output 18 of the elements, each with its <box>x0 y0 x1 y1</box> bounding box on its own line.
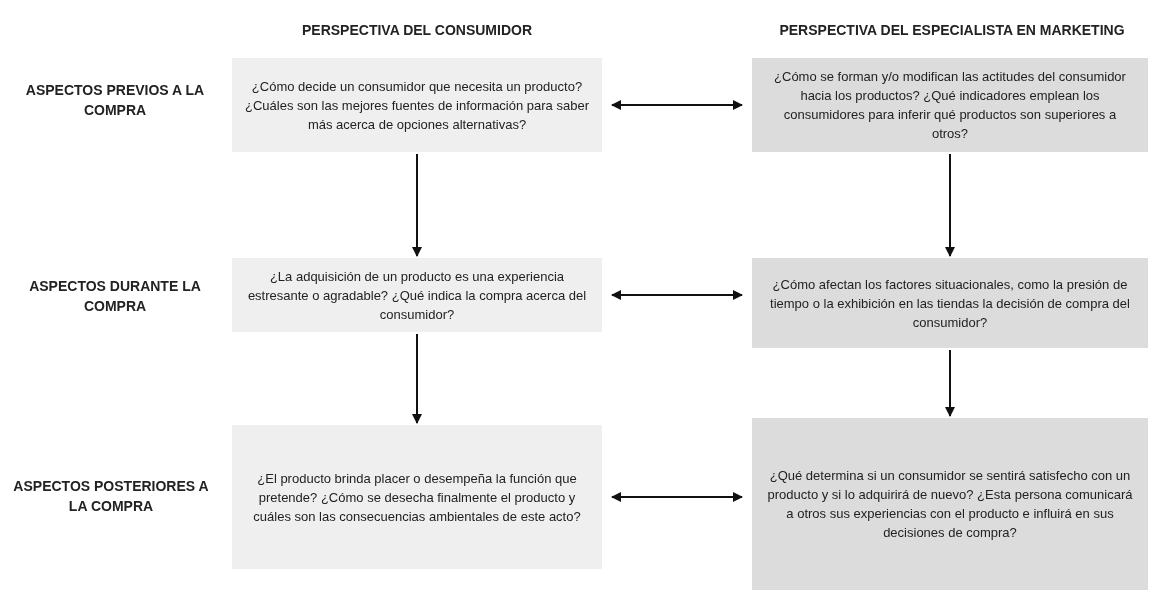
question-box: ¿Cómo decide un consumidor que necesita un producto? ¿Cuáles son las mejores fuentes de información para saber más acerca de opciones alternativas? <box>232 58 602 152</box>
arrow <box>611 290 743 300</box>
arrow <box>945 349 955 417</box>
row-heading: ASPECTOS POSTERIORES A LA COMPRA <box>12 477 210 516</box>
column-heading: PERSPECTIVA DEL ESPECIALISTA EN MARKETING <box>778 21 1126 40</box>
column-heading: PERSPECTIVA DEL CONSUMIDOR <box>301 21 533 40</box>
arrow <box>412 153 422 257</box>
question-box: ¿El producto brinda placer o desempeña la función que pretende? ¿Cómo se desecha finalmente el producto y cuáles son las consecuencias ambientales de este acto? <box>232 425 602 569</box>
arrow <box>611 492 743 502</box>
arrow <box>412 333 422 424</box>
row-heading: ASPECTOS DURANTE LA COMPRA <box>28 277 202 316</box>
row-heading: ASPECTOS PREVIOS A LA COMPRA <box>24 81 206 120</box>
arrow <box>945 153 955 257</box>
arrow <box>611 100 743 110</box>
question-box: ¿Cómo se forman y/o modifican las actitudes del consumidor hacia los productos? ¿Qué indicadores emplean los consumidores para inferir qué productos son superiores a otros? <box>752 58 1148 152</box>
question-box: ¿La adquisición de un producto es una experiencia estresante o agradable? ¿Qué indica la compra acerca del consumidor? <box>232 258 602 332</box>
question-box: ¿Cómo afectan los factores situacionales, como la presión de tiempo o la exhibición en las tiendas la decisión de compra del consumidor? <box>752 258 1148 348</box>
question-box: ¿Qué determina si un consumidor se sentirá satisfecho con un producto y si lo adquirirá de nuevo? ¿Esta persona comunicará a otros sus experiencias con el producto e influirá en sus decisiones de compra? <box>752 418 1148 590</box>
